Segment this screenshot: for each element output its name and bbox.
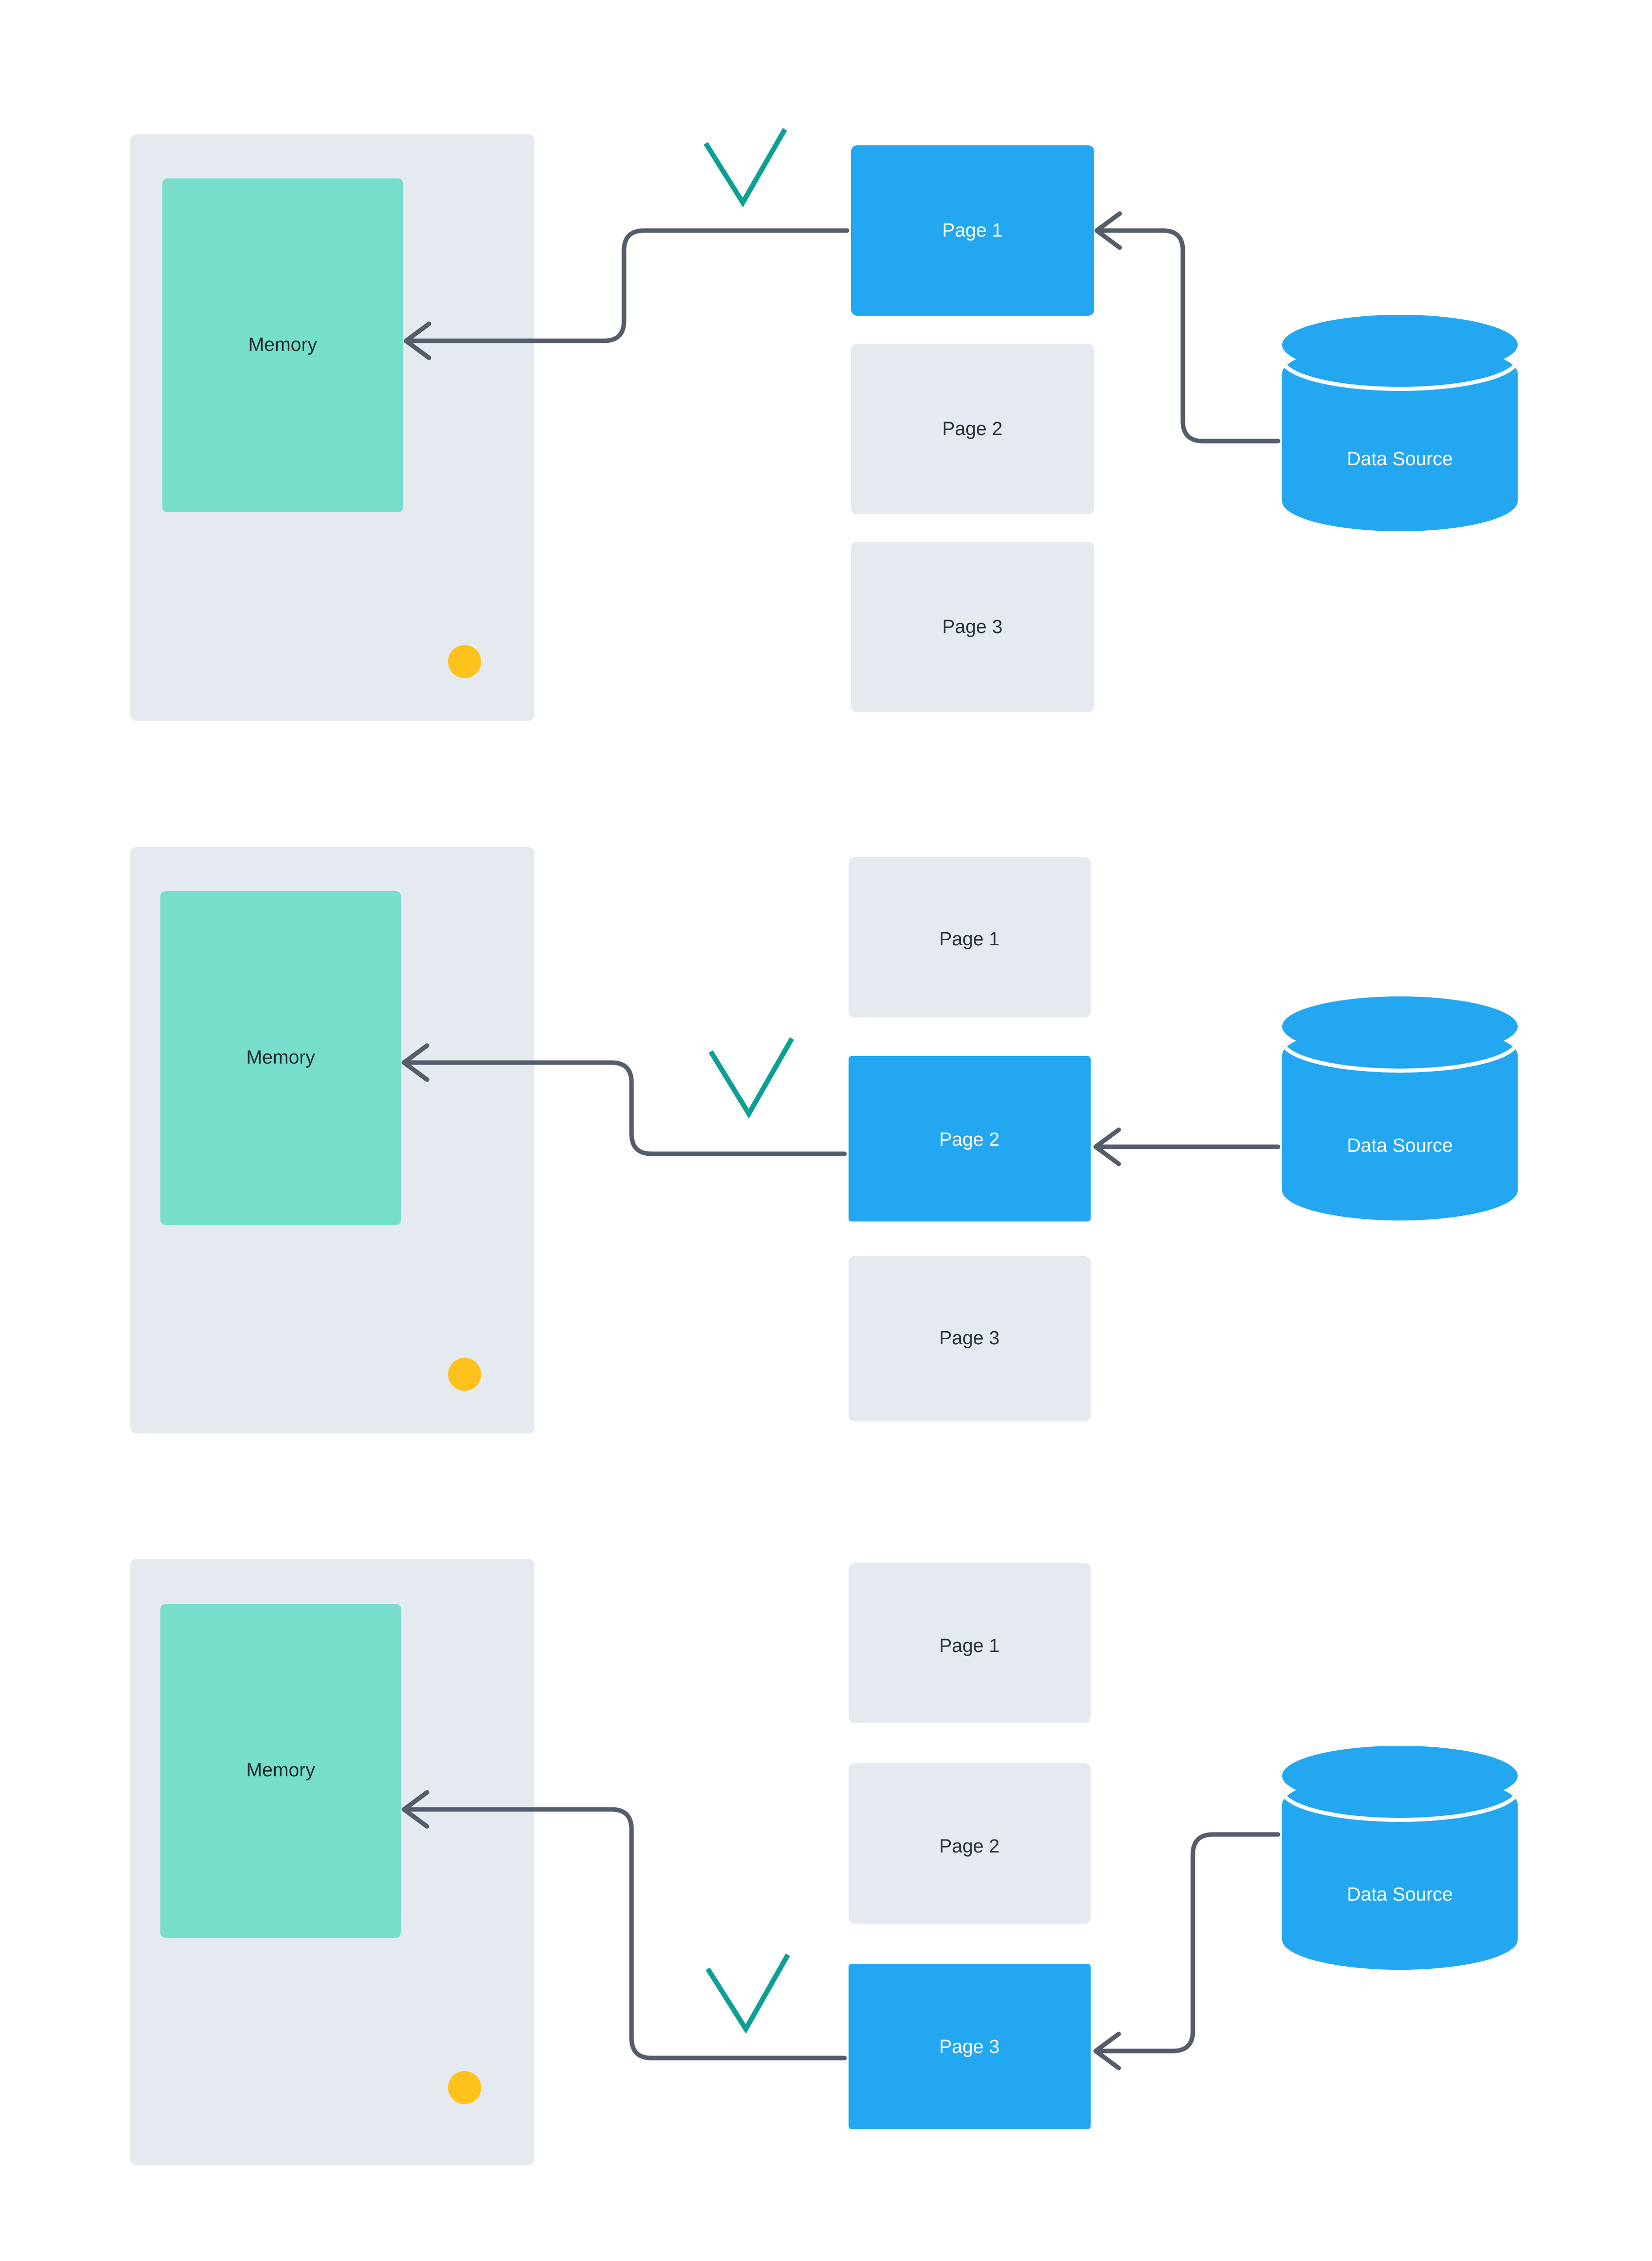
panel-2-check-icon (708, 1037, 794, 1119)
panel-3-page-3-label: Page 3 (939, 2036, 999, 2058)
panel-2-page-arrowhead (1093, 1127, 1121, 1166)
panel-2-page-to-memory-connector (405, 1060, 847, 1156)
panel-2-memory-label: Memory (246, 1047, 315, 1068)
panel-3-page-to-memory-connector (405, 1807, 847, 2061)
panel-2-memory-box[interactable] (160, 891, 401, 1225)
panel-2-page-2-label: Page 2 (939, 1129, 999, 1150)
panel-1-page-arrowhead (1094, 211, 1122, 250)
panel-3-page-arrowhead (1093, 2031, 1121, 2071)
panel-1-page-1-box[interactable] (851, 145, 1094, 316)
panel-1-page-3-box[interactable] (851, 542, 1094, 712)
panel-3-check-icon (705, 1953, 790, 2034)
panel-2-page-1-box[interactable] (849, 857, 1091, 1017)
panel-3-memory-box[interactable] (160, 1604, 401, 1938)
panel-1-source-to-page-connector (1098, 228, 1281, 444)
panel-3-page-2-label: Page 2 (939, 1836, 999, 1857)
panel-1-memory-label: Memory (248, 334, 317, 355)
panel-3-page-2-box[interactable] (849, 1763, 1091, 1924)
panel-3-page-1-label: Page 1 (939, 1635, 999, 1657)
panel-3-source-to-page-connector (1097, 1832, 1281, 2053)
panel-3-page-1-box[interactable] (849, 1563, 1091, 1723)
panel-1-page-1-label: Page 1 (942, 220, 1002, 241)
panel-1-page-3-label: Page 3 (942, 616, 1002, 638)
panel-2-memory-arrowhead (401, 1043, 430, 1082)
panel-2-data-source-label: Data Source (1347, 1135, 1453, 1156)
panel-2-page-3-label: Page 3 (939, 1328, 999, 1349)
panel-3-page-3-box[interactable] (849, 1964, 1091, 2129)
panel-1-memory-box[interactable] (162, 178, 403, 512)
panel-1-memory-arrowhead (403, 321, 432, 360)
panel-3-memory-label: Memory (246, 1760, 315, 1781)
panel-1-data-source-label: Data Source (1347, 449, 1453, 470)
panel-1-page-2-label: Page 2 (942, 419, 1002, 440)
panel-3-data-source[interactable] (1280, 1746, 1520, 1970)
panel-2-page-1-label: Page 1 (939, 929, 999, 950)
panel-1-page-2-box[interactable] (851, 344, 1094, 514)
panel-3: Memory Page 1 Page 2 Page 3 Data Source (130, 1559, 1520, 2165)
panel-2-page-3-box[interactable] (849, 1256, 1091, 1421)
panel-2-page-2-box[interactable] (849, 1056, 1091, 1221)
panel-3-memory-arrowhead (401, 1790, 430, 1829)
panel-1-page-to-memory-connector (407, 228, 850, 343)
panel-1-data-source[interactable] (1280, 315, 1520, 531)
panel-2: Memory Page 1 Page 2 Page 3 Data Source (130, 847, 1520, 1433)
panel-1: Memory Page 1 Page 2 Page 3 Data Source (130, 128, 1520, 721)
panel-3-data-source-label: Data Source (1347, 1884, 1453, 1905)
panel-2-data-source[interactable] (1280, 996, 1520, 1220)
panel-1-check-icon (703, 128, 787, 208)
